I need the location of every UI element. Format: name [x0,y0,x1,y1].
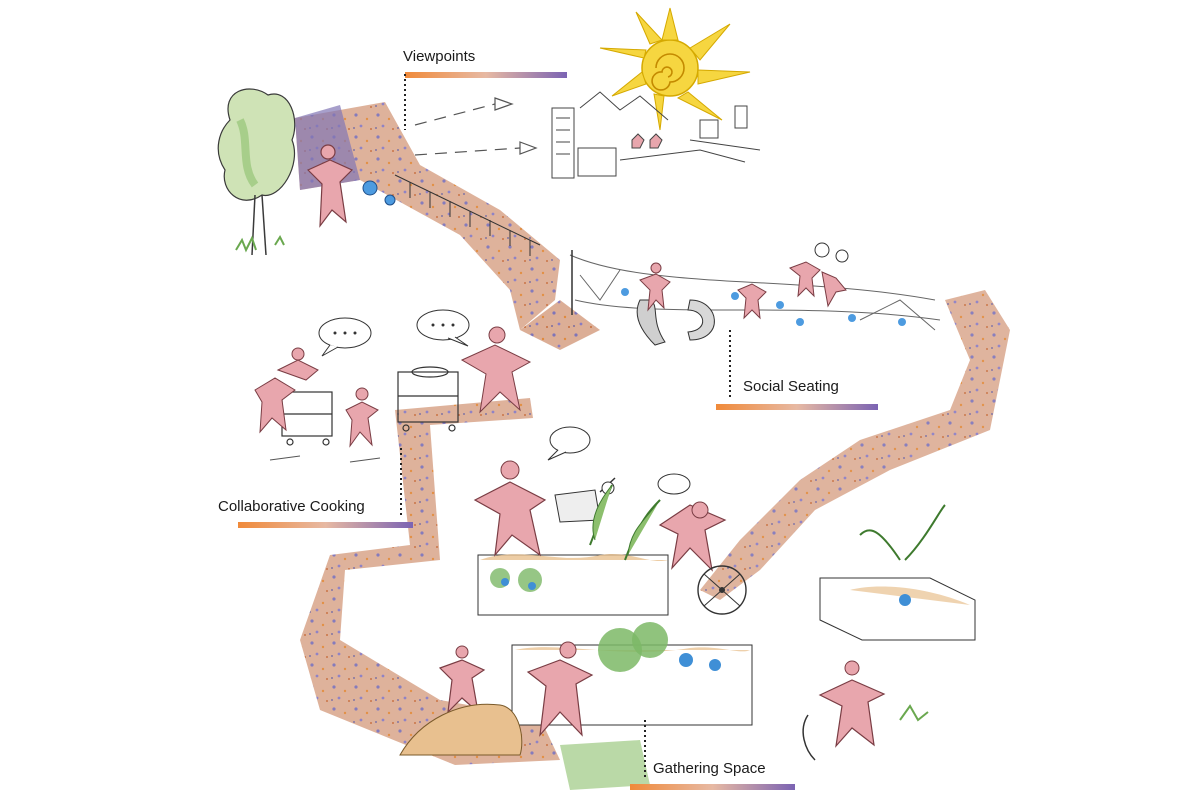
speech-bubble-icon [416,309,470,347]
label-collaborative-cooking: Collaborative Cooking [218,448,413,528]
label-viewpoints-text: Viewpoints [403,48,475,65]
label-social-seating-text: Social Seating [743,378,839,395]
skyline-sketch [551,91,761,179]
label-collaborative-cooking-text: Collaborative Cooking [218,498,365,515]
social-seating-scene [569,242,941,346]
sight-lines [414,97,538,156]
label-social-seating: Social Seating [716,330,878,410]
tree-icon [217,88,296,256]
speech-bubble-icon [657,473,691,495]
label-gathering-space-text: Gathering Space [653,760,766,777]
label-gathering-space: Gathering Space [630,720,795,790]
figure-viewer [306,144,354,228]
flower-icon [362,180,396,206]
wheelchair-icon [697,565,747,615]
label-viewpoints: Viewpoints [403,48,567,130]
speech-bubble-icon [318,317,372,357]
sun-icon [599,7,751,131]
garden-scene [399,426,976,761]
cooking-scene [254,309,532,463]
fence [394,174,541,256]
speech-bubble-icon [547,426,591,461]
